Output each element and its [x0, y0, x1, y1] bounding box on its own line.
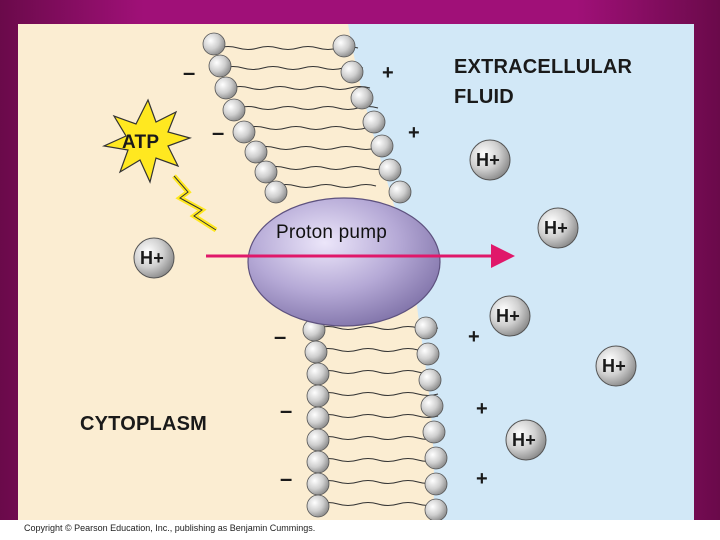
- extracellular-label-line2: FLUID: [454, 86, 514, 108]
- proton-label-3: H+: [496, 306, 520, 326]
- positive-charge-2: +: [408, 122, 420, 144]
- negative-charge-4: –: [280, 398, 293, 423]
- proton-label-5: H+: [512, 430, 536, 450]
- negative-charge-2: –: [212, 120, 225, 145]
- membrane-diagram: [18, 24, 694, 520]
- extracellular-label-line1: EXTRACELLULAR: [454, 56, 633, 78]
- proton-label-4: H+: [602, 356, 626, 376]
- positive-charge-3: +: [468, 326, 480, 348]
- negative-charge-5: –: [280, 466, 293, 491]
- atp-star: [101, 98, 192, 184]
- proton-circles: [133, 139, 637, 461]
- copyright-text: Copyright © Pearson Education, Inc., pub…: [24, 523, 316, 533]
- proton-label-1: H+: [476, 150, 500, 170]
- lipid-heads-upper-left: [202, 32, 288, 204]
- lipid-heads-upper-right: [332, 34, 412, 204]
- lipid-heads-lower-left: [302, 318, 330, 518]
- energy-bolt-outline: [173, 175, 217, 231]
- atp-label: ATP: [122, 132, 160, 153]
- proton-pump: [247, 197, 441, 327]
- copyright-bar: Copyright © Pearson Education, Inc., pub…: [0, 520, 720, 540]
- lipid-heads-lower-right: [414, 316, 448, 520]
- diagram-panel: EXTRACELLULAR FLUID CYTOPLASM ATP Proton…: [18, 24, 694, 520]
- proton-pump-label: Proton pump: [276, 222, 387, 243]
- negative-charge-1: –: [183, 60, 196, 85]
- positive-charge-1: +: [382, 62, 394, 84]
- proton-label-2: H+: [544, 218, 568, 238]
- positive-charge-4: +: [476, 398, 488, 420]
- proton-label-cytoplasm: H+: [140, 248, 164, 268]
- negative-charge-3: –: [274, 324, 287, 349]
- positive-charge-5: +: [476, 468, 488, 490]
- cytoplasm-label: CYTOPLASM: [80, 413, 207, 435]
